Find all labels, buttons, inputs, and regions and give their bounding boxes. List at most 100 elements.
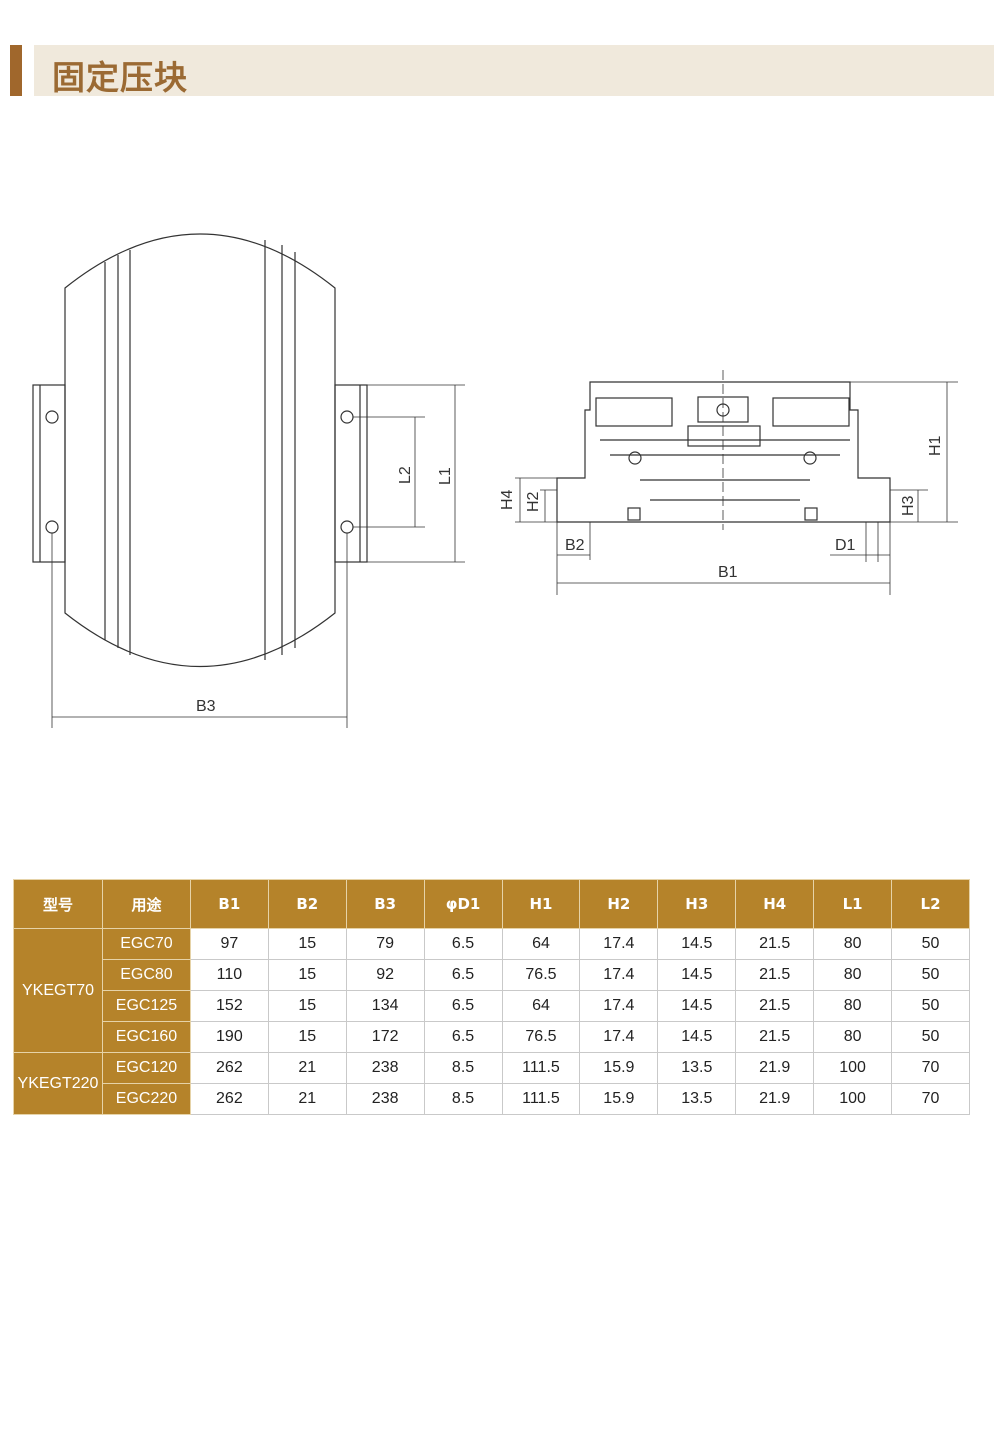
value-cell: 15: [267, 990, 347, 1022]
value-cell: 238: [345, 1052, 425, 1084]
value-cell: 64: [501, 928, 581, 960]
value-cell: 50: [891, 990, 970, 1022]
side-view-drawing: [515, 370, 958, 595]
title-accent-bar: [10, 45, 22, 96]
usage-cell: EGC80: [101, 959, 191, 991]
value-cell: 15: [267, 959, 347, 991]
value-cell: 50: [891, 959, 970, 991]
value-cell: 70: [891, 1083, 970, 1115]
value-cell: 17.4: [579, 990, 659, 1022]
column-header: H2: [579, 879, 659, 929]
model-cell: YKEGT220: [13, 1052, 103, 1115]
column-header: H4: [735, 879, 815, 929]
value-cell: 21.5: [735, 959, 815, 991]
value-cell: 100: [813, 1083, 893, 1115]
page-title: 固定压块: [52, 58, 188, 97]
value-cell: 8.5: [423, 1083, 503, 1115]
column-header: L2: [891, 879, 970, 929]
dim-label-l2: L2: [397, 466, 414, 484]
value-cell: 80: [813, 990, 893, 1022]
value-cell: 21.9: [735, 1052, 815, 1084]
value-cell: 15.9: [579, 1083, 659, 1115]
value-cell: 15: [267, 928, 347, 960]
mounting-holes: [45, 410, 354, 534]
title-bar: 固定压块: [34, 45, 994, 97]
model-cell: YKEGT70: [13, 928, 103, 1053]
value-cell: 97: [189, 928, 269, 960]
column-header: L1: [813, 879, 893, 929]
value-cell: 6.5: [423, 990, 503, 1022]
dim-label-h1: H1: [927, 435, 944, 456]
value-cell: 21.5: [735, 1021, 815, 1053]
column-header: B3: [345, 879, 425, 929]
value-cell: 14.5: [657, 928, 737, 960]
value-cell: 13.5: [657, 1052, 737, 1084]
value-cell: 172: [345, 1021, 425, 1053]
usage-cell: EGC120: [101, 1052, 191, 1084]
value-cell: 64: [501, 990, 581, 1022]
column-header: H3: [657, 879, 737, 929]
value-cell: 14.5: [657, 959, 737, 991]
value-cell: 152: [189, 990, 269, 1022]
column-header: φD1: [423, 879, 503, 929]
value-cell: 80: [813, 1021, 893, 1053]
value-cell: 15: [267, 1021, 347, 1053]
value-cell: 70: [891, 1052, 970, 1084]
value-cell: 262: [189, 1083, 269, 1115]
usage-cell: EGC220: [101, 1083, 191, 1115]
value-cell: 111.5: [501, 1052, 581, 1084]
value-cell: 17.4: [579, 959, 659, 991]
value-cell: 6.5: [423, 959, 503, 991]
value-cell: 17.4: [579, 1021, 659, 1053]
value-cell: 21: [267, 1083, 347, 1115]
dim-label-l1: L1: [437, 467, 454, 485]
dim-label-h2: H2: [525, 491, 542, 512]
value-cell: 14.5: [657, 1021, 737, 1053]
value-cell: 50: [891, 1021, 970, 1053]
value-cell: 262: [189, 1052, 269, 1084]
column-header: B1: [189, 879, 269, 929]
dim-label-h4: H4: [499, 489, 516, 510]
value-cell: 80: [813, 959, 893, 991]
dim-label-h3: H3: [900, 495, 917, 516]
value-cell: 21.5: [735, 928, 815, 960]
value-cell: 111.5: [501, 1083, 581, 1115]
value-cell: 79: [345, 928, 425, 960]
usage-cell: EGC70: [101, 928, 191, 960]
value-cell: 21: [267, 1052, 347, 1084]
dim-label-b3: B3: [196, 698, 216, 715]
value-cell: 190: [189, 1021, 269, 1053]
column-header: H1: [501, 879, 581, 929]
column-header: 用途: [101, 879, 191, 929]
value-cell: 14.5: [657, 990, 737, 1022]
dim-label-d1: D1: [835, 537, 856, 554]
value-cell: 17.4: [579, 928, 659, 960]
top-view-drawing: [32, 233, 465, 728]
value-cell: 15.9: [579, 1052, 659, 1084]
column-header: 型号: [13, 879, 103, 929]
value-cell: 238: [345, 1083, 425, 1115]
value-cell: 50: [891, 928, 970, 960]
value-cell: 92: [345, 959, 425, 991]
dim-label-b1: B1: [718, 564, 738, 581]
value-cell: 134: [345, 990, 425, 1022]
value-cell: 76.5: [501, 959, 581, 991]
value-cell: 6.5: [423, 1021, 503, 1053]
value-cell: 100: [813, 1052, 893, 1084]
value-cell: 21.9: [735, 1083, 815, 1115]
value-cell: 13.5: [657, 1083, 737, 1115]
value-cell: 8.5: [423, 1052, 503, 1084]
value-cell: 6.5: [423, 928, 503, 960]
technical-drawing: B3 L1 L2 H1 H2 H3 H4 B1 B2 D1: [32, 233, 958, 728]
value-cell: 76.5: [501, 1021, 581, 1053]
usage-cell: EGC125: [101, 990, 191, 1022]
